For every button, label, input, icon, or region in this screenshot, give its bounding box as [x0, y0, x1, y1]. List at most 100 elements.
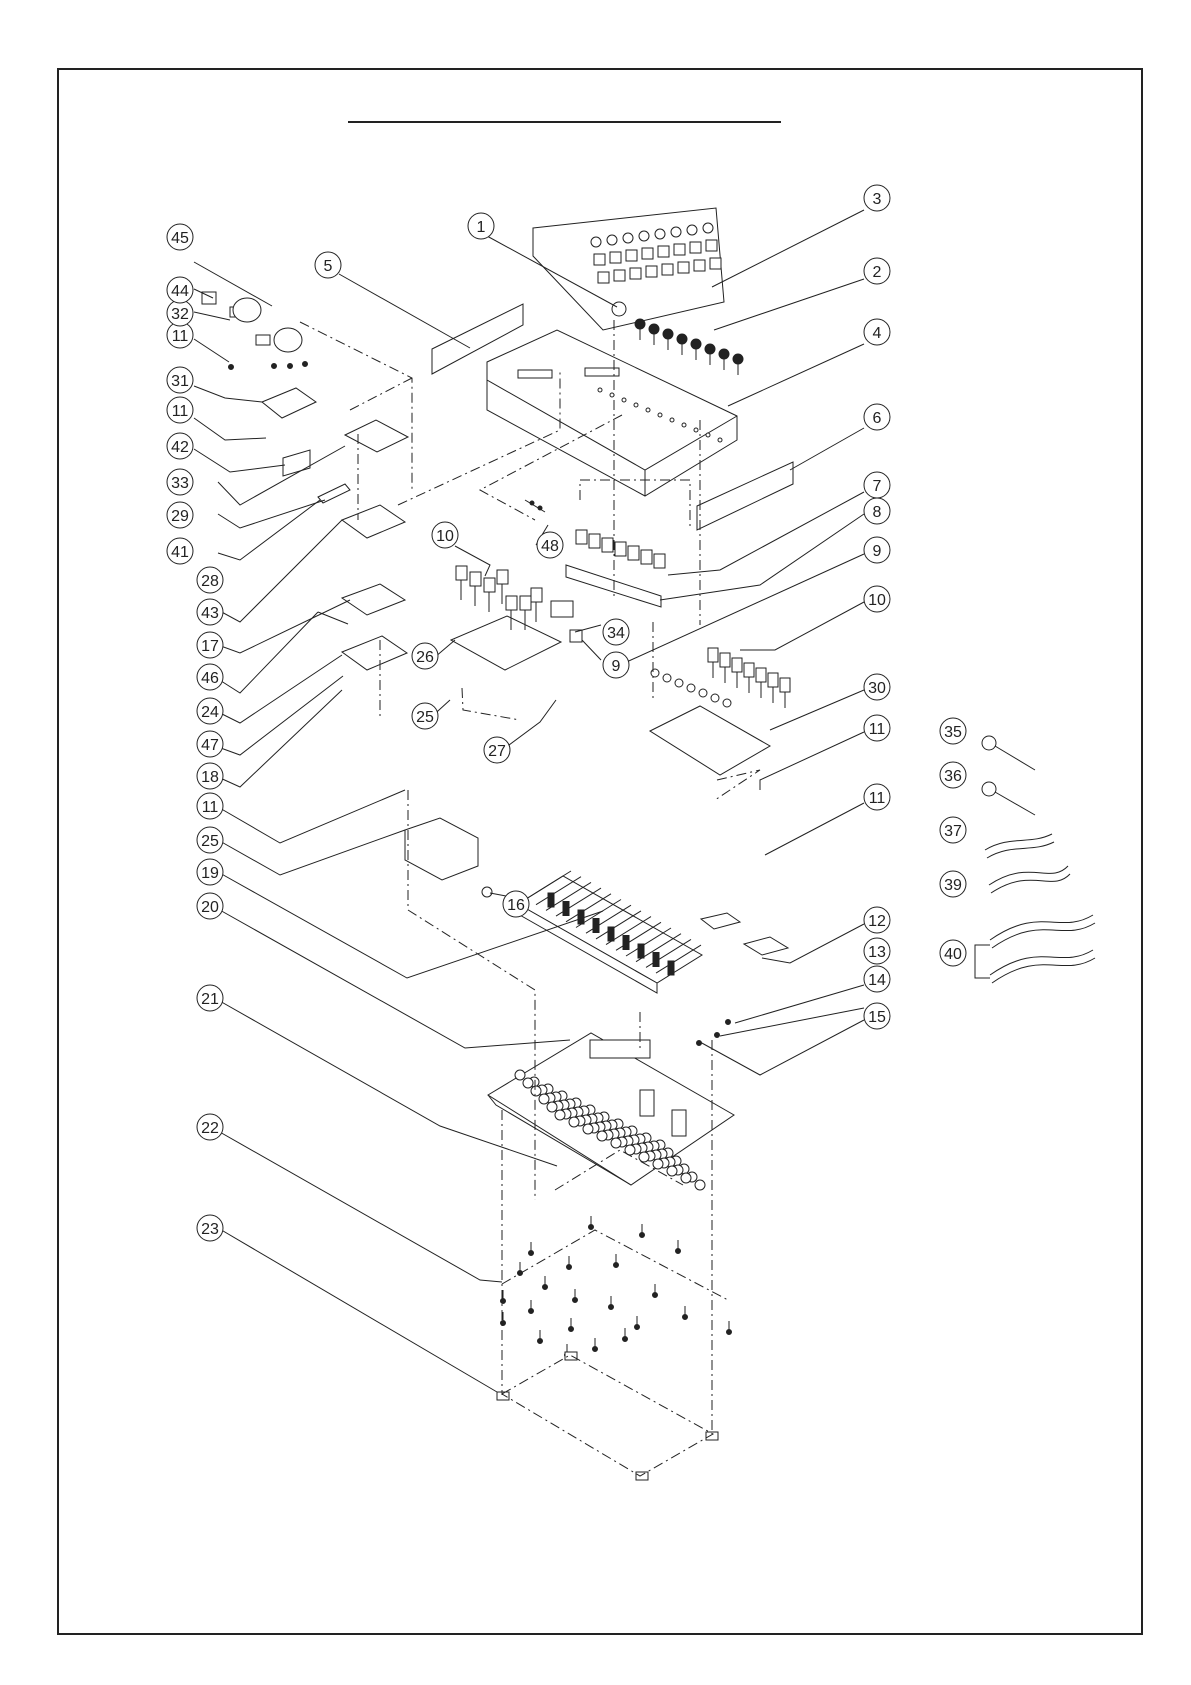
callout-label: 25: [416, 709, 434, 726]
callout-12: 12: [864, 907, 890, 933]
callout-label: 10: [868, 592, 886, 609]
callout-11: 11: [197, 793, 223, 819]
callout-30: 30: [864, 674, 890, 700]
callout-label: 27: [488, 743, 506, 760]
callout-label: 24: [201, 704, 219, 721]
callout-label: 15: [868, 1009, 886, 1026]
small-knob: [612, 302, 626, 316]
callout-label: 3: [873, 191, 882, 208]
callout-label: 20: [201, 899, 219, 916]
callout-label: 28: [201, 573, 219, 590]
callout-28: 28: [197, 567, 223, 593]
callout-label: 11: [869, 721, 886, 738]
pad-12b: [744, 937, 788, 955]
callout-label: 9: [873, 543, 882, 560]
callout-25: 25: [412, 703, 438, 729]
callout-32: 32: [167, 300, 193, 326]
callout-5: 5: [315, 252, 341, 278]
callout-3: 3: [864, 185, 890, 211]
callout-label: 45: [171, 230, 189, 247]
callout-label: 5: [324, 258, 333, 275]
callout-label: 11: [202, 799, 219, 816]
callout-14: 14: [864, 966, 890, 992]
callout-label: 29: [171, 508, 189, 525]
callout-label: 16: [507, 897, 525, 914]
feet: [497, 1352, 718, 1480]
callout-45: 45: [167, 224, 193, 250]
screws-13-15: [697, 1020, 731, 1046]
cables: [975, 834, 1095, 983]
callout-31: 31: [167, 367, 193, 393]
callout-36: 36: [940, 762, 966, 788]
callout-10: 10: [864, 586, 890, 612]
callout-label: 26: [416, 649, 434, 666]
callout-label: 18: [201, 769, 219, 786]
top-cover: [487, 330, 737, 496]
callout-9: 9: [603, 652, 629, 678]
jack-board-right: [650, 648, 790, 775]
jack-board: [451, 566, 561, 670]
callout-25: 25: [197, 827, 223, 853]
block-34: [551, 601, 573, 617]
callout-label: 2: [873, 264, 882, 281]
callout-18: 18: [197, 763, 223, 789]
callout-label: 48: [541, 538, 559, 555]
callout-47: 47: [197, 731, 223, 757]
callout-46: 46: [197, 664, 223, 690]
callout-label: 10: [436, 528, 454, 545]
callout-label: 30: [868, 680, 886, 697]
screw-grid: [501, 1216, 732, 1358]
callout-4: 4: [864, 319, 890, 345]
accessory-rods: [982, 736, 1035, 815]
callout-11: 11: [167, 397, 193, 423]
callout-33: 33: [167, 469, 193, 495]
bottom-chassis: [488, 1033, 734, 1190]
clip-assemblies: [202, 292, 308, 370]
callout-label: 11: [172, 403, 189, 420]
callout-9: 9: [864, 537, 890, 563]
callout-label: 32: [171, 306, 189, 323]
callout-label: 33: [171, 475, 189, 492]
callout-1: 1: [468, 213, 494, 239]
callout-label: 36: [944, 768, 962, 785]
callout-15: 15: [864, 1003, 890, 1029]
callout-10: 10: [432, 522, 458, 548]
callout-27: 27: [484, 737, 510, 763]
callout-label: 23: [201, 1221, 219, 1238]
callout-42: 42: [167, 433, 193, 459]
callout-label: 17: [201, 638, 219, 655]
module-16: [405, 818, 492, 897]
callout-label: 42: [171, 439, 189, 456]
callout-label: 21: [201, 991, 219, 1008]
callout-29: 29: [167, 502, 193, 528]
callout-11: 11: [864, 715, 890, 741]
callout-label: 39: [944, 877, 962, 894]
callout-label: 13: [868, 944, 886, 961]
bracket-plate-31: [262, 388, 316, 418]
callout-23: 23: [197, 1215, 223, 1241]
callout-19: 19: [197, 859, 223, 885]
board-33: [345, 420, 408, 452]
plate-28: [342, 505, 405, 538]
callout-2: 2: [864, 258, 890, 284]
callout-label: 47: [201, 737, 219, 754]
callout-24: 24: [197, 698, 223, 724]
pad-12a: [701, 913, 740, 929]
callout-label: 1: [477, 219, 486, 236]
callout-label: 46: [201, 670, 219, 687]
callout-label: 35: [944, 724, 962, 741]
callout-label: 14: [868, 972, 886, 989]
callout-label: 41: [171, 544, 189, 561]
callout-label: 9: [612, 658, 621, 675]
callout-22: 22: [197, 1114, 223, 1140]
bracket-48: [525, 500, 545, 512]
callout-label: 12: [868, 913, 886, 930]
callout-37: 37: [940, 817, 966, 843]
callout-label: 11: [172, 328, 189, 345]
callout-label: 11: [869, 790, 886, 807]
callout-label: 37: [944, 823, 962, 840]
callout-label: 22: [201, 1120, 219, 1137]
callout-8: 8: [864, 498, 890, 524]
callout-48: 48: [537, 532, 563, 558]
